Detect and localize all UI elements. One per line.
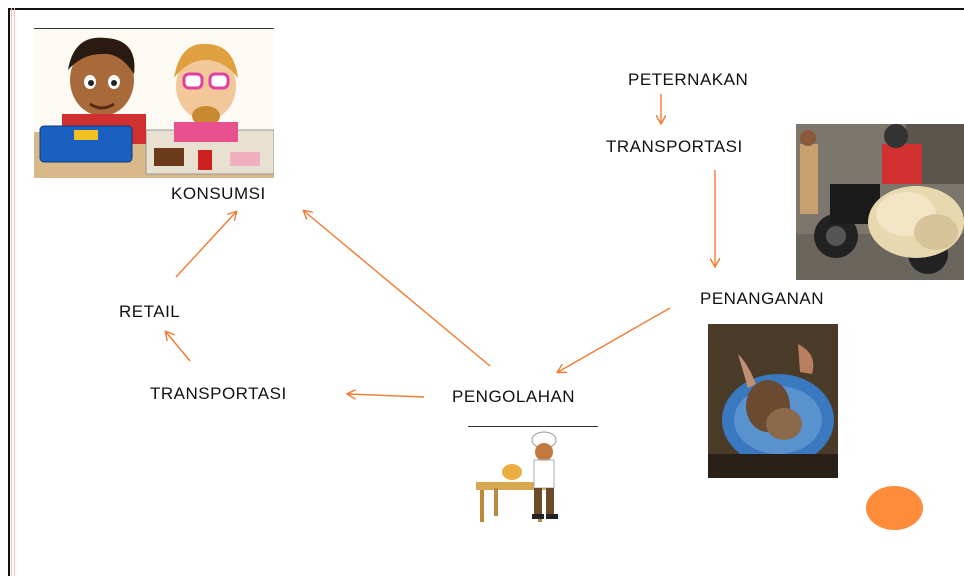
arrow-transportasi-to-retail	[166, 332, 191, 362]
node-penanganan: PENANGANAN	[700, 289, 825, 308]
arrow-retail-to-konsumsi	[175, 212, 236, 278]
node-pengolahan: PENGOLAHAN	[452, 387, 576, 406]
node-konsumsi: KONSUMSI	[171, 184, 266, 203]
border-stripe	[11, 8, 12, 576]
arrow-pengolahan-to-konsumsi	[304, 211, 491, 367]
chef-processing-illustration	[472, 430, 600, 530]
divider-line	[468, 426, 598, 427]
chicken-handling-photo	[708, 324, 838, 478]
node-transportasi-bottom: TRANSPORTASI	[150, 384, 287, 403]
consumers-eating-illustration	[34, 30, 274, 178]
scooter-transport-photo	[796, 124, 964, 280]
node-peternakan: PETERNAKAN	[628, 70, 749, 89]
arrow-penanganan-to-pengolahan	[558, 307, 671, 372]
accent-circle	[866, 486, 923, 530]
divider-line	[34, 28, 274, 29]
node-retail: RETAIL	[119, 302, 181, 321]
node-transportasi-top: TRANSPORTASI	[606, 137, 743, 156]
border-stripe	[14, 8, 15, 576]
arrow-pengolahan-to-transportasi	[348, 394, 425, 397]
